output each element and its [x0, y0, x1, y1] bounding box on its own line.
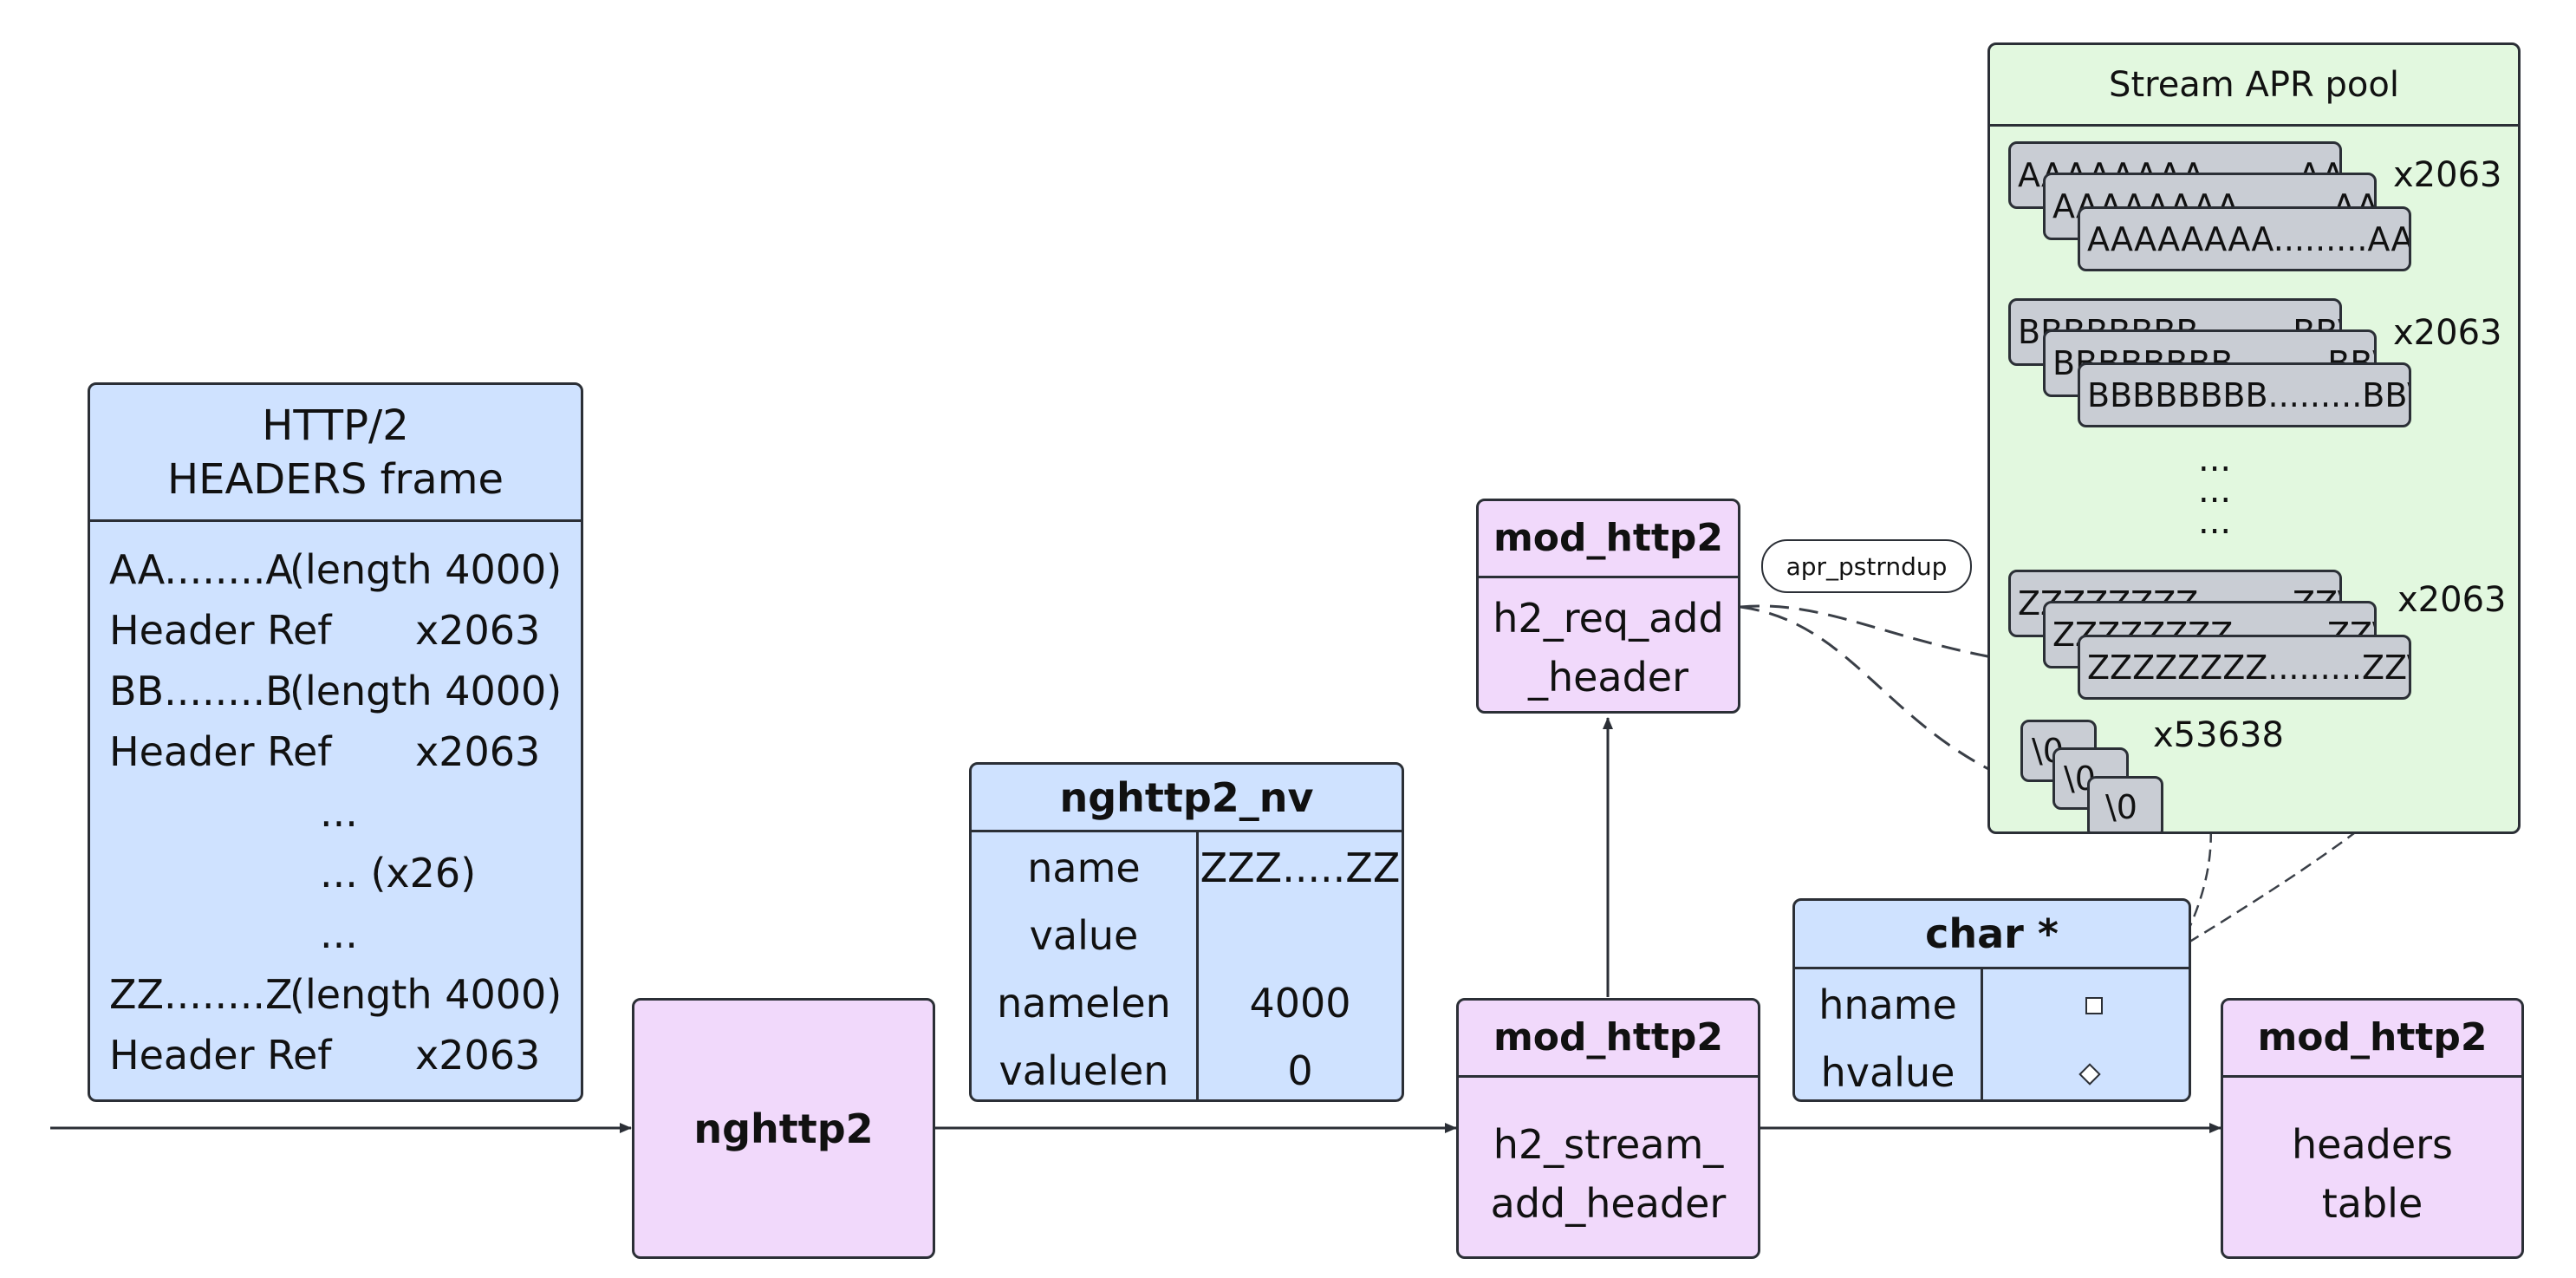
frame-row-label: Header Ref [109, 607, 332, 654]
frame-row-label: Header Ref [109, 728, 332, 775]
pool-count: x2063 [2393, 313, 2502, 353]
hvalue-pointer-diamond [2078, 1063, 2101, 1086]
frame-row-label: BB........B [109, 668, 293, 714]
stream-add-line2: add_header [1490, 1180, 1727, 1227]
frame-row-ellipsis: ... (x26) [320, 850, 477, 897]
headers-table-title-bar: mod_http2 [2223, 1001, 2521, 1078]
null-chip: \0 [2087, 776, 2163, 831]
nv-struct-header: nghttp2_nv [972, 765, 1402, 832]
apr-pstrndup-label: apr_pstrndup [1761, 539, 1972, 593]
char-ptr-title: char * [1925, 910, 2059, 957]
frame-row-note: (length 4000) [289, 546, 563, 593]
frame-row-note: (length 4000) [289, 971, 563, 1018]
pool-chip: BBBBBBBB.........BB\0 [2078, 362, 2411, 427]
headers-frame-title-line1: HTTP/2 [262, 401, 409, 450]
nv-struct: nghttp2_nv name ZZZ.....ZZ value namelen… [969, 762, 1404, 1102]
req-add-line2: _header [1527, 654, 1689, 701]
pool-chip: ZZZZZZZZ.........ZZ\0 [2078, 635, 2411, 700]
frame-row-note: x2063 [415, 607, 541, 654]
stream-add-header-title-bar: mod_http2 [1459, 1001, 1758, 1078]
pool-ellipsis: ... [2198, 471, 2232, 511]
headers-table-box: mod_http2 headers table [2221, 998, 2524, 1259]
req-add-header-title-bar: mod_http2 [1479, 501, 1738, 578]
headers-frame-title-line2: HEADERS frame [167, 454, 504, 504]
headers-table-title: mod_http2 [2257, 1015, 2488, 1060]
pool-ellipsis: ... [2198, 440, 2232, 479]
headers-table-line1: headers [2291, 1121, 2454, 1168]
frame-row-label: AA........A [109, 546, 293, 593]
nghttp2-label: nghttp2 [693, 1105, 874, 1152]
char-ptr-header: char * [1795, 901, 2189, 969]
frame-row-ellipsis: ... [320, 789, 358, 836]
nv-divider [1196, 832, 1199, 1099]
frame-row-label: ZZ........Z [109, 971, 293, 1018]
req-add-header-box: mod_http2 h2_req_add _header [1476, 499, 1740, 714]
char-ptr-field: hname [1818, 981, 1957, 1028]
null-chip-count: x53638 [2153, 715, 2284, 755]
stream-add-header-box: mod_http2 h2_stream_ add_header [1456, 998, 1760, 1259]
req-add-line1: h2_req_add [1493, 595, 1724, 642]
pool-header: Stream APR pool [1990, 45, 2518, 127]
pool-title: Stream APR pool [2109, 64, 2399, 105]
nv-value: ZZZ.....ZZ [1200, 844, 1401, 891]
pool-ellipsis: ... [2198, 502, 2232, 542]
nv-field: valuelen [999, 1047, 1169, 1094]
frame-row-note: (length 4000) [289, 668, 563, 714]
frame-row-note: x2063 [415, 1032, 541, 1079]
pool-count: x2063 [2397, 580, 2507, 620]
nv-field: name [1027, 844, 1141, 891]
hname-pointer-square [2085, 997, 2103, 1014]
pool-chip: AAAAAAAA.........AA\0 [2078, 206, 2411, 271]
headers-frame: HTTP/2 HEADERS frame AA........A (length… [88, 382, 583, 1102]
frame-row-label: Header Ref [109, 1032, 332, 1079]
char-ptr-divider [1981, 969, 1983, 1099]
nghttp2-box: nghttp2 [632, 998, 935, 1259]
stream-add-line1: h2_stream_ [1493, 1121, 1724, 1168]
char-ptr-struct: char * hname hvalue [1792, 898, 2191, 1102]
pointer-markers [2078, 997, 2103, 1086]
frame-row-note: x2063 [415, 728, 541, 775]
stream-apr-pool: Stream APR pool AAAAAAAA.........AA\0 AA… [1987, 42, 2521, 834]
char-ptr-field: hvalue [1820, 1049, 1955, 1096]
frame-row-ellipsis: ... [320, 910, 358, 957]
pool-count: x2063 [2393, 155, 2502, 195]
nv-field: namelen [997, 980, 1171, 1027]
nv-struct-title: nghttp2_nv [1059, 773, 1314, 821]
nv-value: 4000 [1249, 980, 1351, 1027]
nv-field: value [1029, 912, 1139, 959]
headers-table-line2: table [2321, 1180, 2423, 1227]
stream-add-title: mod_http2 [1493, 1015, 1724, 1060]
req-add-title: mod_http2 [1493, 516, 1724, 560]
headers-frame-header: HTTP/2 HEADERS frame [90, 385, 581, 522]
nv-value: 0 [1287, 1047, 1313, 1094]
